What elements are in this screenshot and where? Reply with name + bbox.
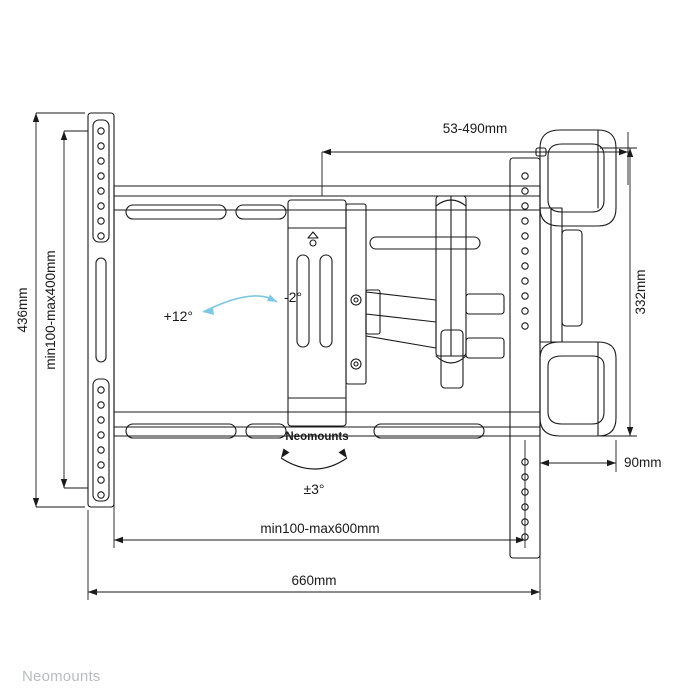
label-right-depth: 90mm bbox=[624, 455, 662, 470]
label-top-extension: 53-490mm bbox=[443, 121, 508, 136]
label-left-vesa-height: min100-max400mm bbox=[43, 250, 58, 369]
footer-brand-label: Neomounts bbox=[22, 668, 101, 685]
product-brand-logo: Neomounts bbox=[285, 431, 348, 443]
dimension-left-overall-height bbox=[32, 112, 85, 508]
articulating-arm bbox=[345, 203, 437, 385]
label-right-bracket-height: 332mm bbox=[633, 269, 648, 314]
label-bottom-overall-width: 660mm bbox=[291, 573, 336, 588]
rotation-angle-arc bbox=[280, 448, 348, 470]
dimension-right-depth bbox=[539, 440, 617, 472]
label-tilt-up-angle: +12° bbox=[164, 308, 193, 324]
dimension-top-extension bbox=[321, 132, 629, 196]
label-bottom-vesa-width: min100-max600mm bbox=[260, 521, 379, 536]
label-rotation-angle: ±3° bbox=[303, 481, 324, 497]
dimension-bottom-overall-width bbox=[87, 440, 541, 600]
dimension-right-bracket-height bbox=[600, 147, 637, 437]
right-wall-bracket bbox=[509, 129, 617, 559]
center-vesa-bracket bbox=[287, 199, 347, 427]
dimension-left-vesa-height bbox=[60, 130, 88, 489]
tilt-angle-arc bbox=[202, 294, 278, 315]
label-tilt-down-angle: -2° bbox=[284, 289, 302, 305]
left-wall-plate bbox=[87, 112, 115, 508]
extension-arm bbox=[435, 195, 505, 389]
label-left-overall-height: 436mm bbox=[15, 287, 30, 332]
dimension-bottom-vesa-width bbox=[113, 440, 526, 548]
